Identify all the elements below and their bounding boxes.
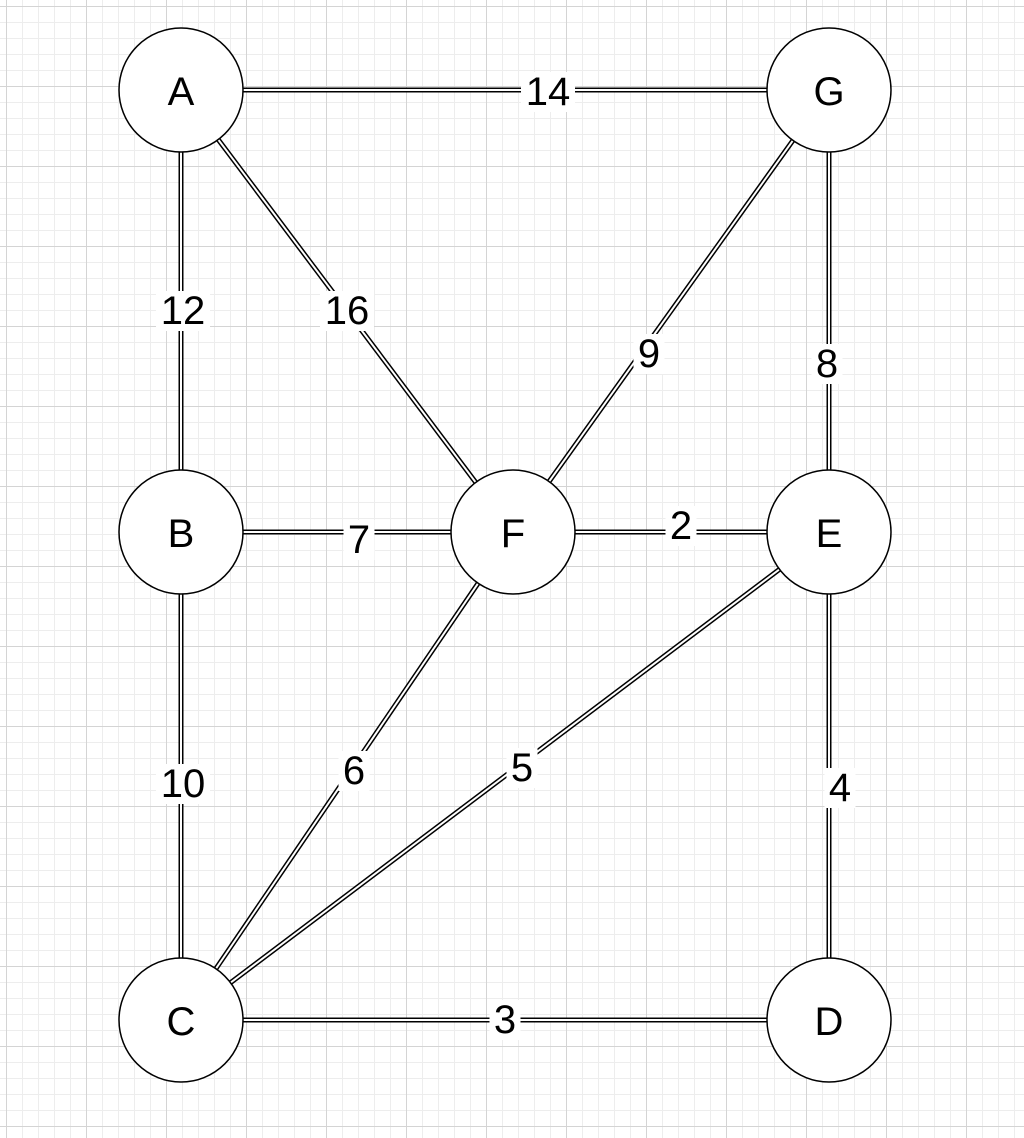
edge-line-inner [180,531,830,1021]
edge-a-g: 14 [181,70,829,114]
edge-g-e: 8 [811,90,843,532]
edge-f-c: 6 [178,530,516,1022]
edge-weight-background [665,506,697,546]
edge-g-f: 9 [510,88,832,534]
edge-weight-label: 4 [829,766,851,810]
edge-c-d: 3 [181,998,829,1042]
edge-weight-background [489,1000,521,1040]
edge-weight-label: 8 [816,342,838,386]
node-f[interactable]: F [450,469,576,595]
node-circle[interactable] [766,469,892,595]
edge-weight-background [156,764,210,804]
edge-weight-background [521,72,575,112]
node-c[interactable]: C [118,957,244,1083]
edge-weight-label: 7 [348,518,370,562]
node-label: E [816,512,843,556]
edge-weight-label: 2 [670,504,692,548]
edge-weight-background [633,334,665,374]
edge-e-c: 5 [179,530,831,1022]
edge-weight-background [506,748,538,788]
edge-e-d: 4 [824,532,856,1020]
edge-weight-label: 5 [511,746,533,790]
node-g[interactable]: G [766,27,892,153]
node-circle[interactable] [118,469,244,595]
edge-weight-label: 6 [343,749,365,793]
node-circle[interactable] [766,957,892,1083]
edge-weight-label: 12 [161,289,206,333]
edge-weight-background [320,291,374,331]
edge-weight-background [824,768,856,808]
edge-weight-background [338,751,370,791]
edges-layer: 14 12 16 9 8 7 2 10 6 5 4 3 [156,70,856,1042]
node-b[interactable]: B [118,469,244,595]
node-label: B [168,512,195,556]
node-circle[interactable] [118,957,244,1083]
edge-a-f: 16 [179,88,515,534]
node-e[interactable]: E [766,469,892,595]
edge-a-b: 12 [156,90,210,532]
node-a[interactable]: A [118,27,244,153]
edge-weight-label: 14 [526,70,571,114]
node-label: D [815,1000,844,1044]
node-circle[interactable] [450,469,576,595]
edge-weight-label: 10 [161,762,206,806]
node-label: C [167,1000,196,1044]
node-label: F [501,512,525,556]
edge-weight-background [156,291,210,331]
edge-weight-label: 3 [494,998,516,1042]
node-label: G [813,70,844,114]
edge-b-c: 10 [156,532,210,1020]
node-label: A [168,70,195,114]
edge-weight-label: 9 [638,332,660,376]
edge-weight-background [343,520,375,560]
node-circle[interactable] [118,27,244,153]
edge-weight-label: 16 [325,289,370,333]
edge-weight-background [811,344,843,384]
edge-line-inner [512,89,830,533]
node-d[interactable]: D [766,957,892,1083]
nodes-layer: A B C D E F G [118,27,892,1083]
node-circle[interactable] [766,27,892,153]
